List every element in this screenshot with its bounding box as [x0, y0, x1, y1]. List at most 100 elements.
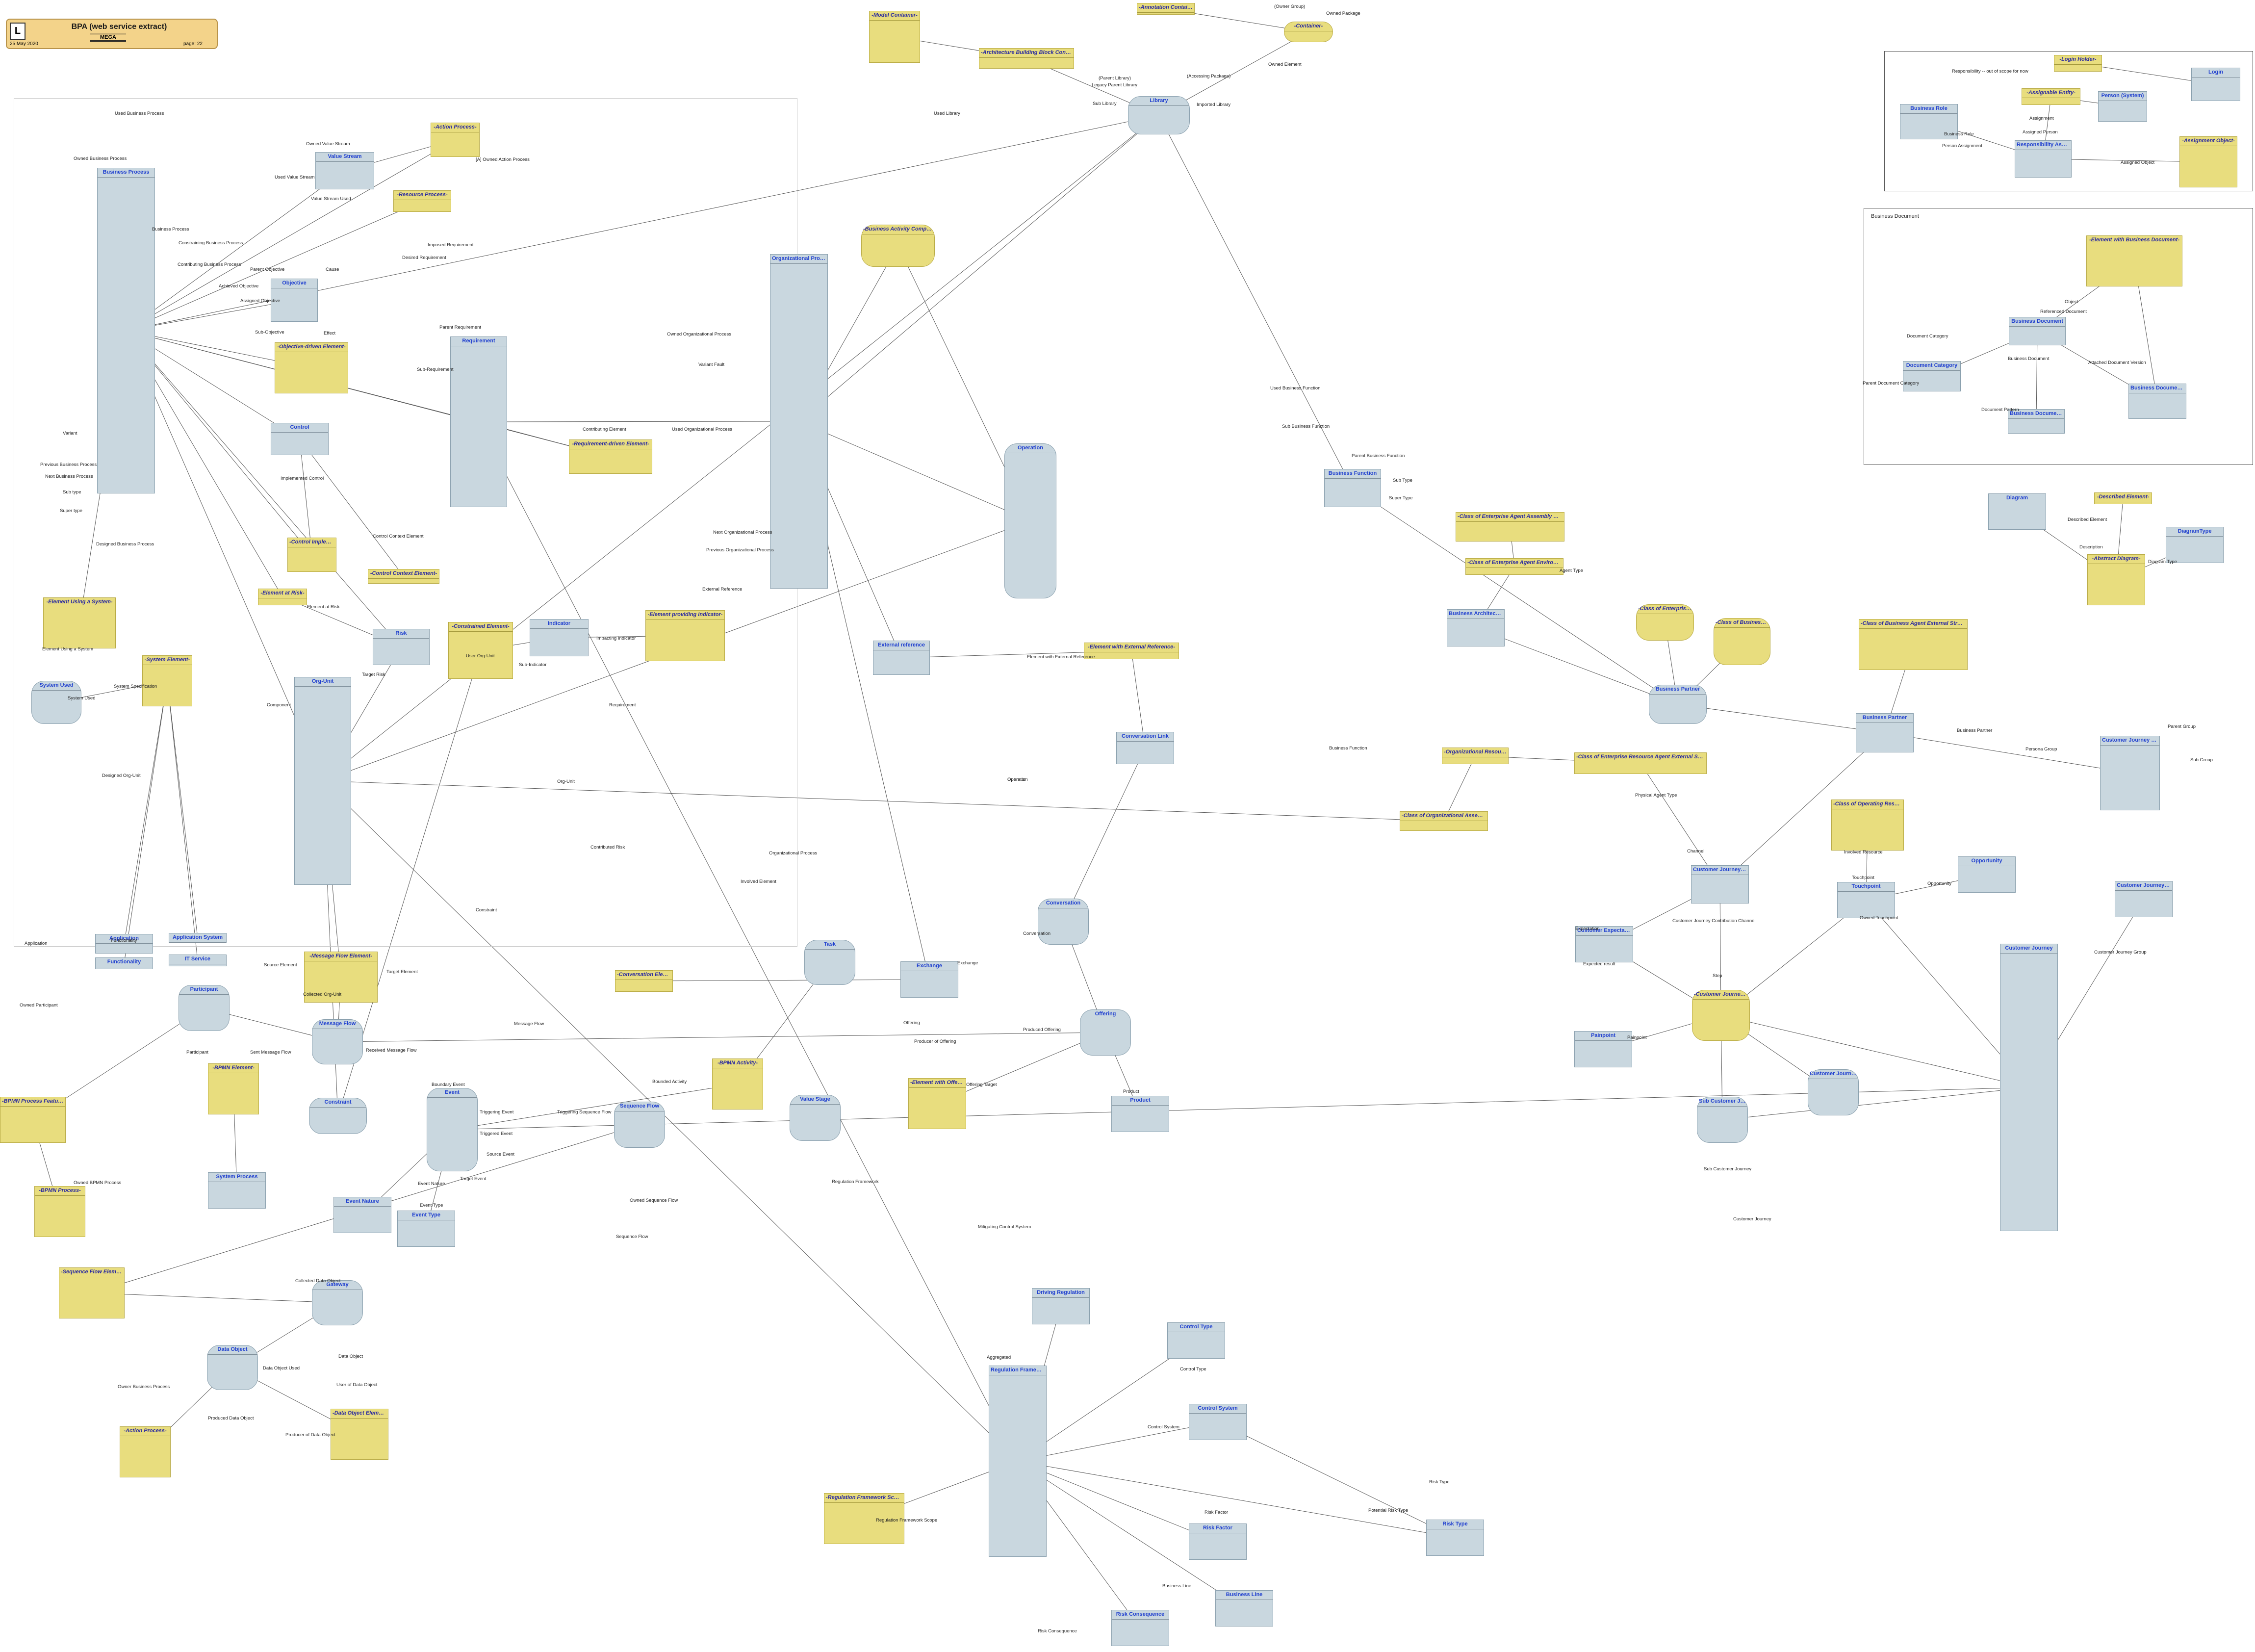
node-objective-driven-element[interactable]: -Objective-driven Element- [275, 342, 348, 393]
node-element-providing-indicator[interactable]: -Element providing Indicator- [645, 610, 725, 661]
node-element-with-offering[interactable]: -Element with Offering- [908, 1078, 966, 1129]
node-system-used[interactable]: System Used [31, 681, 81, 724]
node-conversation-element[interactable]: -Conversation Element- [615, 970, 673, 992]
node-business-process[interactable]: Business Process [97, 168, 155, 493]
node-operation[interactable]: Operation [1004, 443, 1056, 598]
node-application-system[interactable]: Application System [169, 933, 227, 943]
node-data-object[interactable]: Data Object [207, 1345, 258, 1390]
node-event[interactable]: Event [427, 1088, 478, 1171]
node-participant[interactable]: Participant [179, 985, 230, 1031]
node-org-unit[interactable]: Org-Unit [294, 677, 351, 885]
node-business-activity-component[interactable]: -Business Activity Component- [861, 225, 935, 267]
node-risk-type[interactable]: Risk Type [1426, 1520, 1484, 1556]
node-conversation-link[interactable]: Conversation Link [1116, 732, 1174, 764]
node-system-process[interactable]: System Process [208, 1172, 266, 1209]
node-bpmn-element[interactable]: -BPMN Element- [208, 1063, 259, 1114]
node-business-partner-2[interactable]: Business Partner [1856, 713, 1914, 752]
node-container[interactable]: -Container- [1284, 22, 1333, 42]
node-organizational-process[interactable]: Organizational Process [770, 254, 828, 589]
node-annotation-container[interactable]: -Annotation Container- [1137, 3, 1195, 15]
node-element-at-risk[interactable]: -Element at Risk- [258, 589, 307, 605]
node-control-implementation-element[interactable]: -Control Implementation Element- [287, 538, 336, 572]
node-library[interactable]: Library [1128, 96, 1190, 134]
node-customer-journey-step[interactable]: Customer Journey Step [1808, 1069, 1859, 1115]
node-class-of-business-agent-component[interactable]: -Class of Business Agent Component- [1714, 618, 1770, 665]
node-conversation[interactable]: Conversation [1038, 899, 1089, 945]
node-class-of-enterprise-agent-environment[interactable]: -Class of Enterprise Agent Environment- [1465, 558, 1563, 575]
node-bpmn-process-feature[interactable]: -BPMN Process Feature- [0, 1097, 66, 1143]
node-class-of-organizational-assembler[interactable]: -Class of Organizational Assembler- [1400, 811, 1488, 831]
node-bpmn-activity[interactable]: -BPMN Activity- [712, 1058, 763, 1110]
node-element-using-a-system[interactable]: -Element Using a System- [43, 597, 116, 648]
node-architecture-building-block-container[interactable]: -Architecture Building Block Container- [979, 48, 1074, 69]
node-person-system[interactable]: Person (System) [2098, 91, 2147, 122]
node-sequence-flow[interactable]: Sequence Flow [614, 1102, 665, 1148]
node-control-type[interactable]: Control Type [1167, 1322, 1225, 1359]
node-indicator[interactable]: Indicator [530, 619, 589, 656]
node-business-document[interactable]: Business Document [2009, 317, 2066, 345]
node-data-object-element[interactable]: -Data Object Element- [331, 1409, 388, 1460]
node-event-type[interactable]: Event Type [397, 1211, 455, 1247]
node-risk-factor[interactable]: Risk Factor [1189, 1523, 1247, 1560]
node-model-container[interactable]: -Model Container- [869, 11, 920, 63]
node-business-function[interactable]: Business Function [1324, 469, 1381, 507]
node-risk[interactable]: Risk [373, 629, 430, 665]
node-customer-journey-channel[interactable]: Customer Journey Channel [1691, 865, 1749, 903]
node-painpoint[interactable]: Painpoint [1574, 1031, 1632, 1067]
node-sub-customer-journey[interactable]: Sub Customer Journey [1697, 1097, 1748, 1143]
node-constraint[interactable]: Constraint [309, 1098, 367, 1134]
node-class-of-business-agent-external-structure[interactable]: -Class of Business Agent External Struct… [1859, 619, 1968, 670]
node-customer-journey-group[interactable]: Customer Journey Group [2115, 881, 2173, 917]
node-action-process[interactable]: -Action Process- [431, 123, 480, 157]
node-organizational-resource[interactable]: -Organizational Resource- [1442, 748, 1509, 764]
node-class-of-enterprise-agent-component-pattern[interactable]: -Class of Enterprise Agent Component Pat… [1636, 604, 1694, 641]
node-requirement[interactable]: Requirement [450, 336, 507, 507]
node-element-with-business-document[interactable]: -Element with Business Document- [2086, 235, 2182, 286]
node-bpmn-process[interactable]: -BPMN Process- [34, 1186, 85, 1237]
node-value-stage[interactable]: Value Stage [790, 1095, 841, 1141]
node-class-of-operating-resource[interactable]: -Class of Operating Resource- [1831, 800, 1904, 851]
node-opportunity[interactable]: Opportunity [1958, 856, 2016, 893]
node-constrained-element[interactable]: -Constrained Element- [448, 622, 513, 679]
node-product[interactable]: Product [1111, 1096, 1169, 1132]
node-functionality[interactable]: Functionality [95, 957, 153, 969]
node-objective[interactable]: Objective [271, 279, 318, 322]
node-task[interactable]: Task [804, 940, 855, 985]
node-document-category[interactable]: Document Category [1903, 361, 1961, 391]
node-application[interactable]: Application [95, 934, 153, 954]
node-assignable-entity[interactable]: -Assignable Entity- [2022, 88, 2080, 105]
node-exchange[interactable]: Exchange [900, 961, 958, 998]
node-responsibility-assignment[interactable]: Responsibility Assignment [2015, 140, 2072, 178]
node-regulation-framework-scope[interactable]: -Regulation Framework Scope- [824, 1493, 904, 1544]
node-abstract-diagram[interactable]: -Abstract Diagram- [2087, 554, 2145, 605]
node-customer-journey-persona-group[interactable]: Customer Journey Persona Group [2100, 736, 2160, 810]
node-class-of-enterprise-resource-agent-external-structure[interactable]: -Class of Enterprise Resource Agent Exte… [1574, 752, 1707, 774]
node-driving-regulation[interactable]: Driving Regulation [1032, 1288, 1090, 1324]
node-login-holder[interactable]: -Login Holder- [2054, 55, 2102, 72]
node-regulation-framework[interactable]: Regulation Framework [989, 1366, 1047, 1557]
node-control-system[interactable]: Control System [1189, 1404, 1247, 1440]
node-business-document-pattern[interactable]: Business Document Pattern [2008, 409, 2065, 434]
node-class-of-enterprise-agent-assembly-usage[interactable]: -Class of Enterprise Agent Assembly Usag… [1456, 512, 1564, 542]
node-action-process-2[interactable]: -Action Process- [120, 1426, 171, 1477]
node-system-element[interactable]: -System Element- [142, 655, 192, 706]
node-business-role[interactable]: Business Role [1900, 104, 1958, 139]
node-message-flow[interactable]: Message Flow [312, 1019, 363, 1064]
node-diagram-type[interactable]: DiagramType [2166, 527, 2224, 563]
node-business-line[interactable]: Business Line [1215, 1590, 1273, 1626]
node-requirement-driven-element[interactable]: -Requirement-driven Element- [569, 439, 652, 474]
node-gateway[interactable]: Gateway [312, 1280, 363, 1325]
node-resource-process[interactable]: -Resource Process- [393, 190, 451, 212]
node-business-document-version[interactable]: Business Document Version [2128, 384, 2186, 419]
node-described-element[interactable]: -Described Element- [2094, 492, 2152, 504]
node-external-reference[interactable]: External reference [873, 641, 930, 675]
node-customer-journey-stage[interactable]: -Customer Journey Stage- [1692, 990, 1750, 1041]
node-control[interactable]: Control [271, 423, 329, 455]
node-customer-expectation[interactable]: Customer Expectation [1575, 926, 1633, 962]
node-risk-consequence[interactable]: Risk Consequence [1111, 1610, 1169, 1646]
node-message-flow-element[interactable]: -Message Flow Element- [304, 952, 378, 1003]
node-diagram[interactable]: Diagram [1988, 493, 2046, 530]
node-offering[interactable]: Offering [1080, 1009, 1131, 1056]
node-it-service[interactable]: IT Service [169, 955, 227, 966]
node-event-nature[interactable]: Event Nature [333, 1197, 391, 1233]
